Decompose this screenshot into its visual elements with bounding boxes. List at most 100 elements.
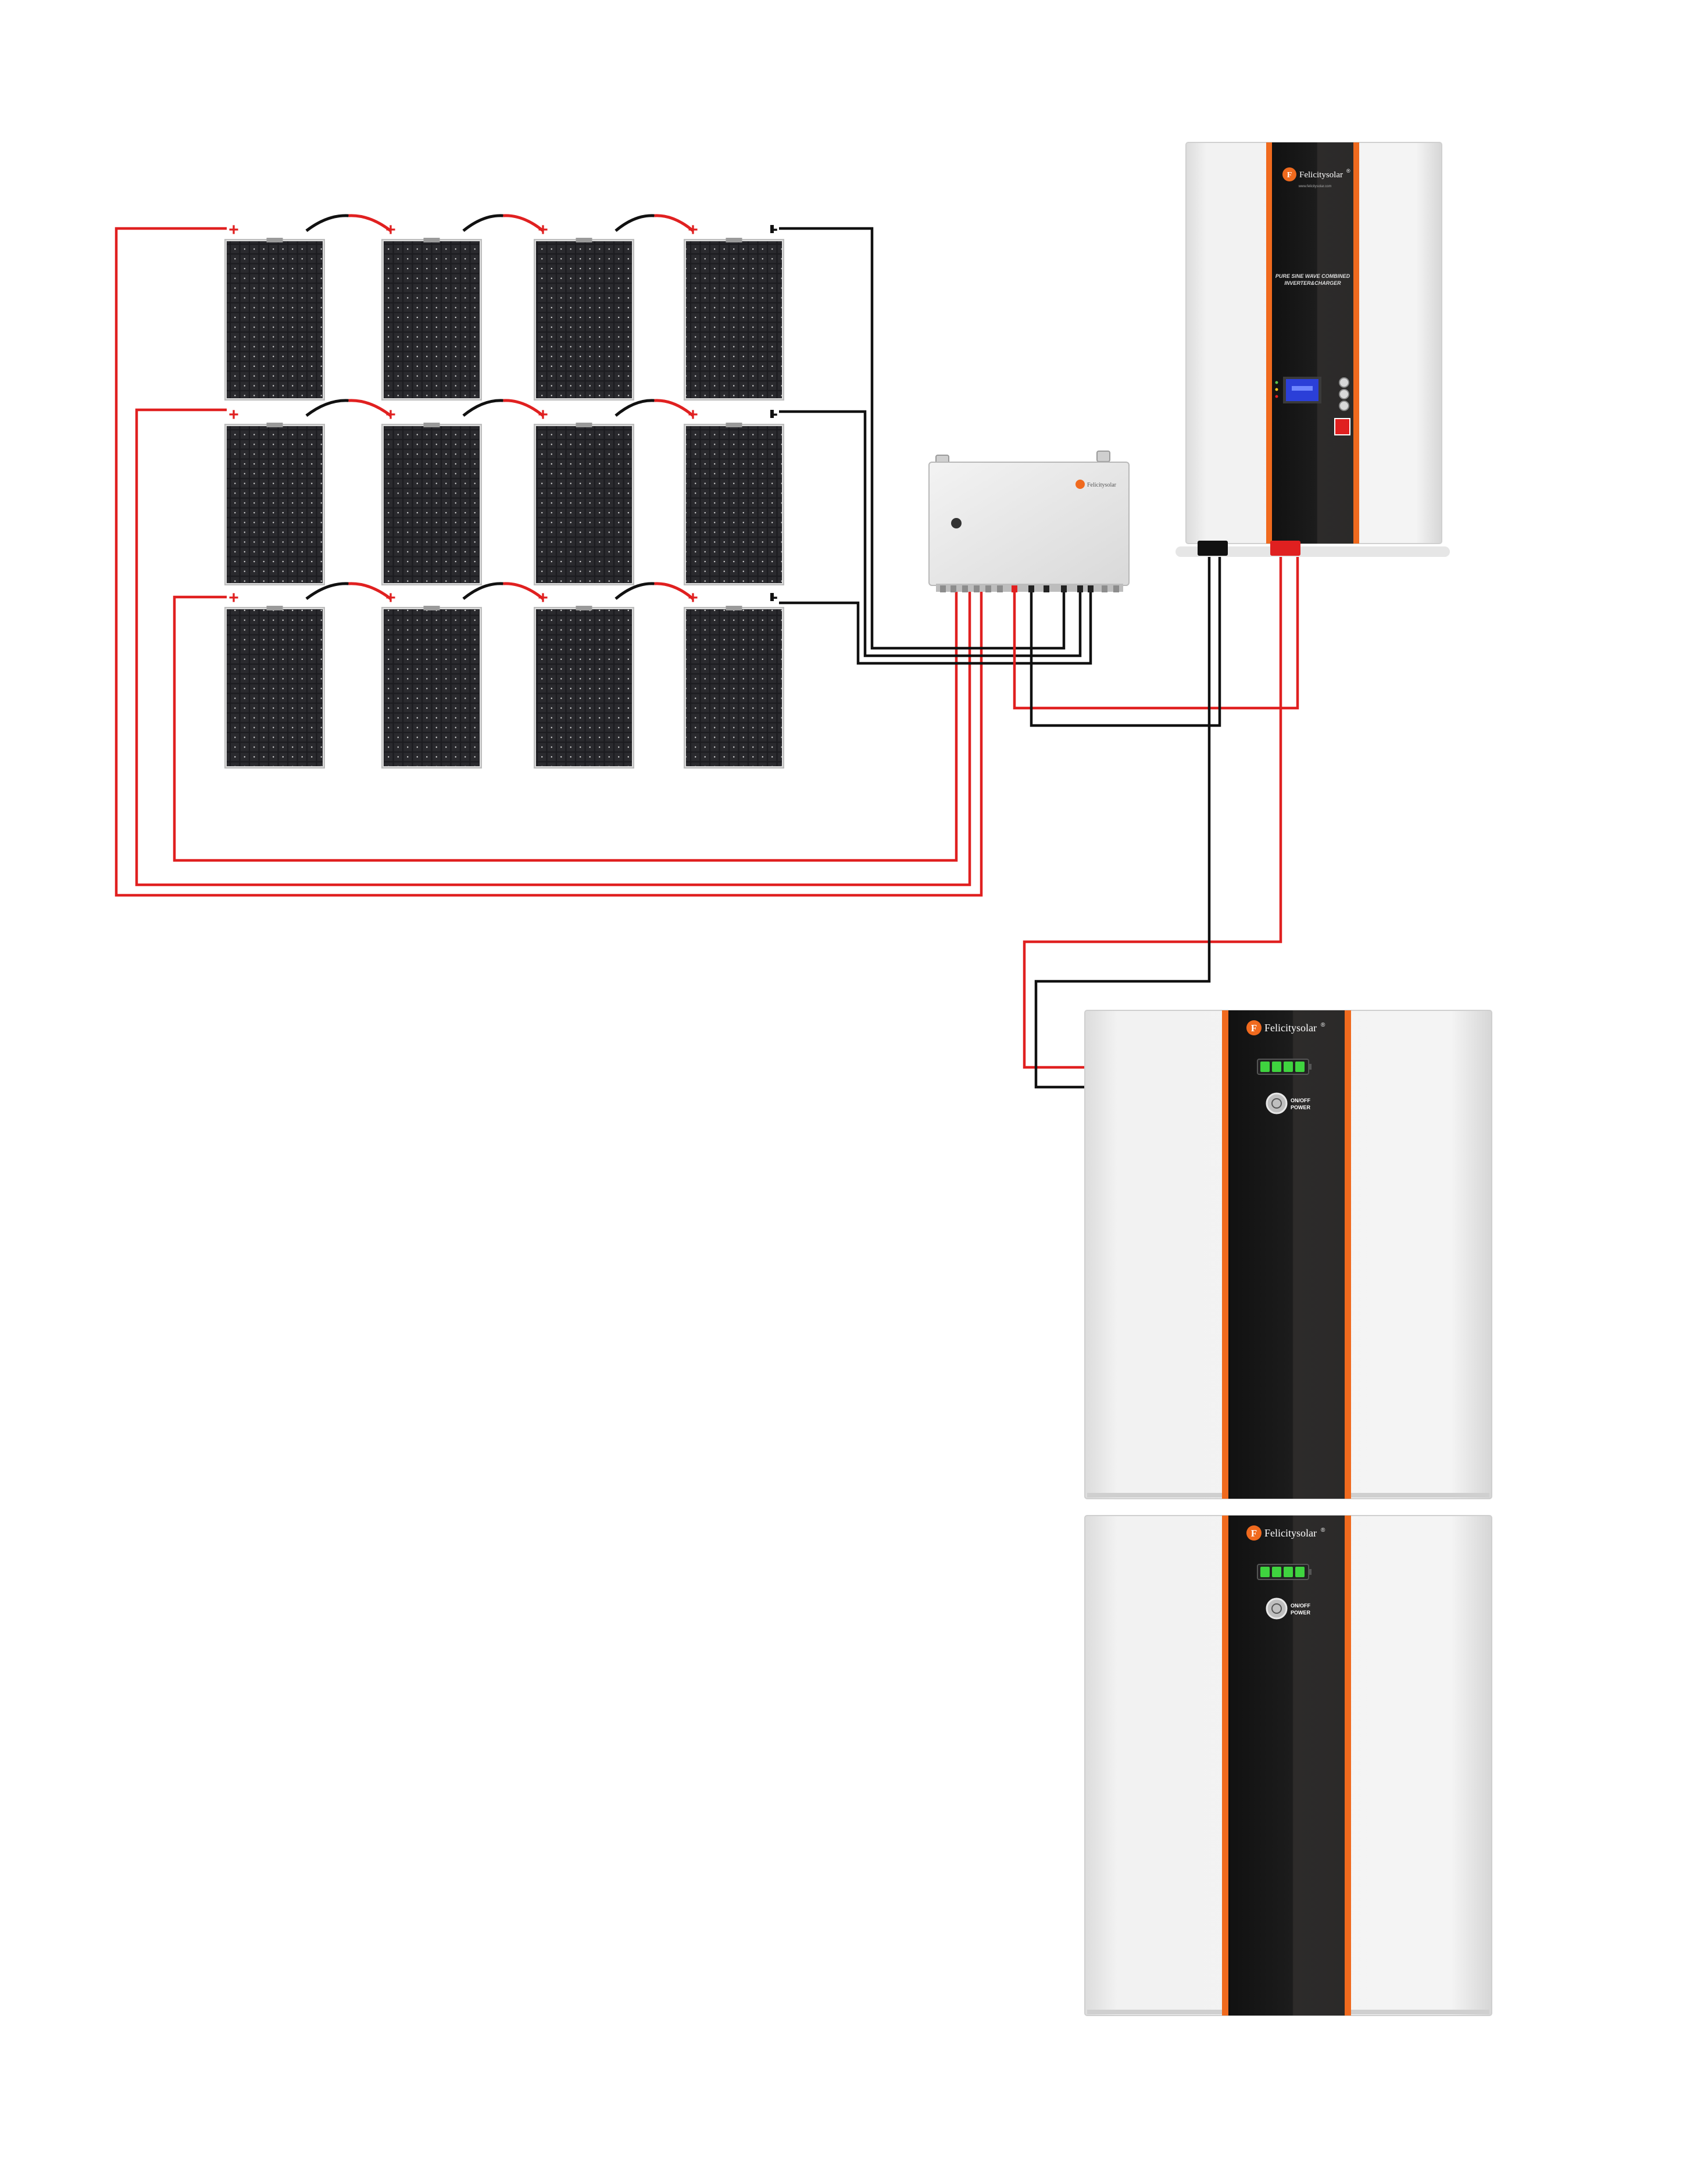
wire-battery-positive <box>1023 549 1282 1069</box>
inverter-registered-mark: ® <box>1346 168 1350 174</box>
solar-panel <box>381 606 482 769</box>
combiner-lock-icon <box>951 518 962 528</box>
combiner-mount-right <box>1096 451 1110 462</box>
battery-soc-tip <box>1309 1569 1312 1575</box>
inverter-logo-icon <box>1282 167 1296 181</box>
battery-soc-led <box>1260 1062 1270 1072</box>
battery-button-sublabel: POWER <box>1291 1105 1311 1110</box>
combiner-brand-logo-icon <box>1075 480 1085 489</box>
battery-button-label: ON/OFF <box>1291 1603 1310 1609</box>
solar-panel-cells <box>536 609 632 766</box>
power-icon <box>1271 1098 1282 1109</box>
hybrid-inverter: F Felicitysolar ® www.felicitysolar.com … <box>1175 142 1450 557</box>
solar-panel-cells <box>227 426 323 583</box>
wire-row1-negative <box>779 227 1066 650</box>
battery-soc-led <box>1272 1062 1281 1072</box>
positive-terminal-marker: + <box>228 405 239 424</box>
combiner-port <box>1088 585 1094 592</box>
battery-logo-icon <box>1246 1525 1262 1541</box>
combiner-port <box>985 585 991 592</box>
series-jumper-positive <box>348 582 392 600</box>
inverter-title-line1: PURE SINE WAVE COMBINED <box>1275 273 1350 279</box>
junction-box <box>726 238 742 242</box>
combiner-ports <box>940 585 1119 592</box>
negative-terminal-marker: - <box>772 404 778 423</box>
battery-logo-letter: F <box>1251 1528 1257 1539</box>
battery-soc-led <box>1284 1062 1293 1072</box>
solar-panel-cells <box>384 426 480 583</box>
wire-pv-positive-output <box>1013 544 1299 710</box>
solar-panel <box>534 423 634 585</box>
series-jumper-negative <box>305 214 349 232</box>
inverter-led-3 <box>1275 395 1278 398</box>
inverter-terminal-positive <box>1270 541 1300 556</box>
combiner-port <box>962 585 968 592</box>
series-jumper-positive <box>503 214 544 232</box>
solar-panel-cells <box>686 609 782 766</box>
battery-soc-led <box>1260 1567 1270 1577</box>
inverter-shadow <box>1175 546 1450 557</box>
polarity-markers: ++++-++++-++++- <box>228 219 778 607</box>
series-jumper-negative <box>614 582 655 600</box>
wire-row2-negative <box>779 410 1082 657</box>
junction-box <box>726 606 742 610</box>
solar-panel <box>224 423 325 585</box>
series-jumpers <box>305 214 694 600</box>
negative-terminal-marker: - <box>772 219 778 238</box>
positive-terminal-marker: + <box>385 220 396 240</box>
battery-registered-mark: ® <box>1321 1022 1325 1028</box>
wire-battery-negative <box>1034 549 1211 1089</box>
junction-box <box>726 423 742 427</box>
battery-registered-mark: ® <box>1321 1527 1325 1534</box>
battery-brand-name: Felicitysolar <box>1264 1527 1317 1539</box>
inverter-button-enter[interactable] <box>1339 389 1349 399</box>
combiner-port <box>1077 585 1083 592</box>
positive-terminal-marker: + <box>228 220 239 240</box>
wire-pv-negative-output <box>1030 549 1221 727</box>
junction-box <box>576 423 592 427</box>
positive-terminal-marker: + <box>688 588 698 607</box>
inverter-logo-letter: F <box>1287 171 1292 180</box>
inverter-brand-name: Felicitysolar <box>1299 170 1343 180</box>
junction-box <box>576 238 592 242</box>
series-jumper-positive <box>348 214 392 232</box>
battery-button-sublabel: POWER <box>1291 1610 1311 1616</box>
inverter-power-switch[interactable] <box>1334 418 1350 435</box>
combiner-brand-name: Felicitysolar <box>1087 482 1117 488</box>
series-jumper-negative <box>305 582 349 600</box>
battery-soc-tip <box>1309 1064 1312 1070</box>
battery-dark-panel <box>1228 1010 1345 1499</box>
combiner-port <box>1113 585 1119 592</box>
series-jumper-negative <box>614 399 655 417</box>
positive-terminal-marker: + <box>385 405 396 424</box>
solar-panel-cells <box>686 241 782 398</box>
solar-panel <box>684 606 784 769</box>
junction-box <box>423 423 440 427</box>
solar-panel-cells <box>536 241 632 398</box>
inverter-button-down[interactable] <box>1339 401 1349 411</box>
negative-terminal-lead <box>770 225 774 233</box>
series-jumper-negative <box>305 399 349 417</box>
combiner-port <box>1028 585 1034 592</box>
series-jumper-positive <box>654 582 694 600</box>
positive-terminal-marker: + <box>538 220 548 240</box>
combiner-port <box>940 585 946 592</box>
inverter-button-up[interactable] <box>1339 377 1349 388</box>
negative-terminal-lead <box>770 593 774 601</box>
battery-soc-led <box>1295 1567 1305 1577</box>
wire-row3-negative <box>779 590 1092 665</box>
solar-panel <box>684 238 784 401</box>
series-jumper-positive <box>503 582 544 600</box>
battery-brand-name: Felicitysolar <box>1264 1022 1317 1034</box>
inverter-terminal-negative <box>1198 541 1228 556</box>
battery-power-button[interactable] <box>1266 1092 1288 1114</box>
positive-terminal-marker: + <box>538 405 548 424</box>
battery-soc-led <box>1284 1567 1293 1577</box>
combiner-port <box>1102 585 1107 592</box>
wiring <box>115 227 1299 1089</box>
battery-power-button[interactable] <box>1266 1598 1288 1620</box>
series-jumper-negative <box>614 214 655 232</box>
junction-box <box>423 606 440 610</box>
series-jumper-positive <box>654 214 694 232</box>
